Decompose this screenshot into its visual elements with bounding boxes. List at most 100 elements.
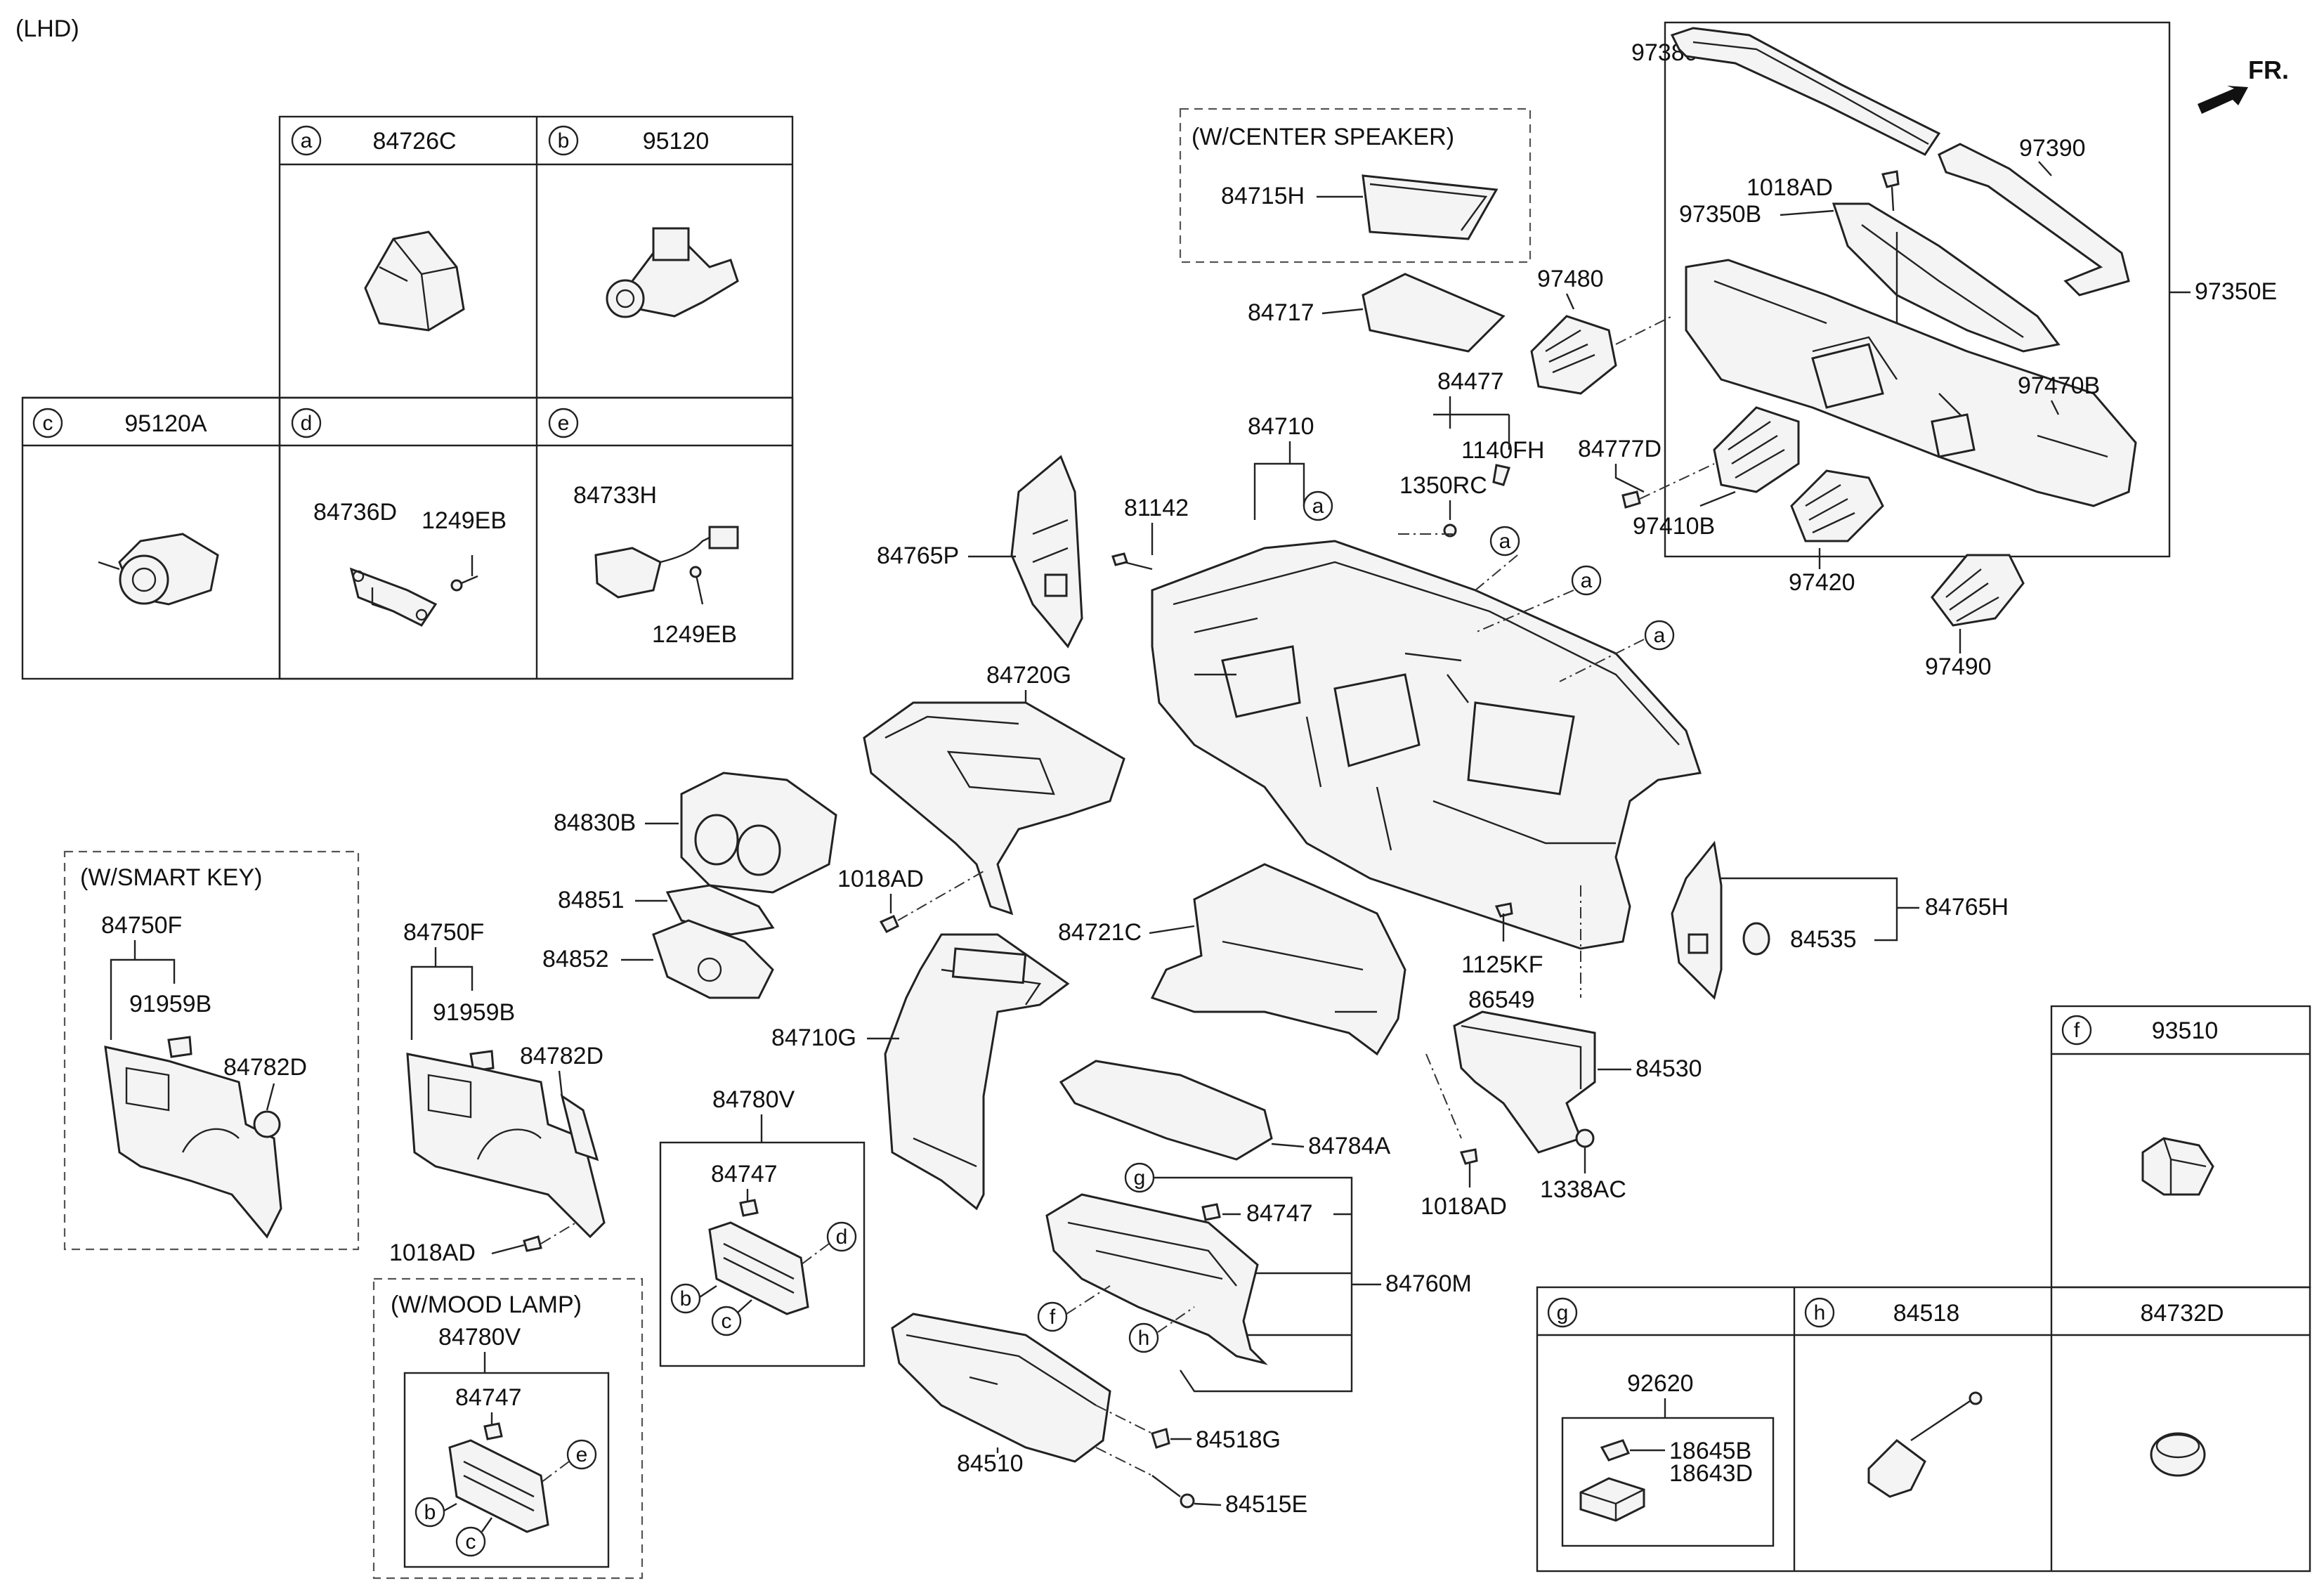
label-91959B-smart (167, 1036, 192, 1058)
callout-c-legend: c (32, 408, 63, 438)
part-92620: 92620 (1627, 1370, 1694, 1397)
callout-g-legend: g (1547, 1297, 1578, 1328)
clip-84747-mood (483, 1422, 503, 1440)
lhd-label: (LHD) (15, 15, 79, 42)
part-97390: 97390 (2019, 135, 2086, 162)
screw-icon-1018AD-mid (879, 915, 899, 933)
part-1018AD-left: 1018AD (389, 1239, 476, 1266)
callout-e-mood: e (566, 1439, 597, 1470)
svg-text:f: f (1050, 1306, 1056, 1329)
lower-panel-smart (104, 1046, 282, 1239)
mood-lamp-label: (W/MOOD LAMP) (391, 1291, 582, 1318)
part-84715H: 84715H (1221, 183, 1305, 209)
legend-h-part: 84518 (1893, 1300, 1960, 1327)
callout-a-legend: a (291, 125, 322, 156)
svg-text:h: h (1138, 1327, 1150, 1350)
callout-e-legend: e (548, 408, 579, 438)
legend-c-part: 95120A (124, 410, 207, 437)
part-84721C: 84721C (1058, 919, 1142, 946)
part-91959B-smart: 91959B (129, 991, 211, 1017)
part-97470B: 97470B (2018, 372, 2100, 399)
center-fascia-84710G (884, 933, 1070, 1211)
part-1125KF: 1125KF (1461, 951, 1543, 978)
callout-f-glovebox: f (1037, 1301, 1068, 1332)
lower-panel-84750F (406, 1053, 606, 1239)
cluster-hood-84830B (680, 772, 837, 894)
callout-c-box: c (711, 1306, 742, 1336)
legend-a-part: 84726C (372, 128, 456, 155)
vent-97490 (1931, 554, 2025, 627)
svg-text:c: c (466, 1530, 476, 1554)
cigar-lighter-icon (98, 533, 219, 606)
svg-text:c: c (43, 412, 53, 435)
svg-text:a: a (301, 129, 313, 152)
glovebox-housing (1045, 1193, 1268, 1365)
clip-84747-glove (1201, 1203, 1221, 1221)
part-84710: 84710 (1248, 413, 1314, 440)
damper-84518-icon (1867, 1391, 1983, 1498)
part-84733H: 84733H (573, 482, 657, 509)
callout-d-box: d (826, 1221, 857, 1252)
svg-text:b: b (424, 1501, 436, 1524)
svg-text:g: g (1557, 1301, 1569, 1325)
part-84717: 84717 (1248, 299, 1314, 326)
callout-c-mood: c (455, 1526, 486, 1557)
front-direction-arrow-icon (2198, 86, 2248, 114)
part-84750F: 84750F (403, 919, 484, 946)
part-84510: 84510 (957, 1450, 1024, 1477)
part-84515E: 84515E (1225, 1491, 1307, 1518)
part-84747-glove: 84747 (1246, 1200, 1313, 1227)
part-84747-a: 84747 (711, 1161, 778, 1187)
power-outlet-icon (606, 227, 739, 318)
part-84747-mood: 84747 (455, 1384, 522, 1411)
part-91959B: 91959B (433, 999, 515, 1026)
svg-text:d: d (836, 1225, 848, 1249)
part-1018AD-mid: 1018AD (837, 866, 924, 892)
svg-text:b: b (558, 129, 570, 152)
side-cover-84765H (1671, 840, 1723, 1000)
part-97420: 97420 (1789, 569, 1855, 596)
screw-icon-1018AD-right (1459, 1148, 1478, 1165)
part-84777D: 84777D (1578, 436, 1662, 462)
legend-b-part: 95120 (643, 128, 710, 155)
dashboard-main-panel (1151, 540, 1702, 950)
part-97350B: 97350B (1679, 201, 1761, 228)
part-84780V: 84780V (712, 1086, 795, 1113)
callout-h-legend: h (1804, 1297, 1835, 1328)
part-86549: 86549 (1468, 987, 1535, 1013)
vent-97480 (1530, 315, 1617, 395)
part-97350E: 97350E (2195, 278, 2277, 305)
cluster-housing-84720G (863, 701, 1125, 916)
part-84477: 84477 (1437, 368, 1504, 395)
part-1018AD-top: 1018AD (1747, 174, 1833, 201)
clip-icon (1881, 170, 1900, 211)
part-84780V-mood: 84780V (438, 1324, 521, 1351)
part-84518G: 84518G (1196, 1426, 1281, 1453)
callout-a-3: a (1644, 620, 1675, 651)
switch-cover-icon (364, 230, 465, 332)
callout-b-box: b (670, 1283, 701, 1314)
vent-97420 (1790, 469, 1884, 542)
nut-icon-1338AC (1575, 1128, 1595, 1148)
duct-main (1685, 259, 2137, 507)
svg-text:g: g (1134, 1166, 1146, 1190)
part-81142: 81142 (1124, 495, 1189, 521)
screw-icon-1140FH (1492, 464, 1510, 486)
svg-text:e: e (558, 412, 570, 435)
screw-icon-1125KF (1494, 902, 1513, 918)
smart-key-label: (W/SMART KEY) (80, 864, 262, 891)
part-1249EB-e: 1249EB (652, 621, 737, 648)
part-84535: 84535 (1790, 926, 1857, 953)
mood-lamp-box (372, 1277, 644, 1580)
callout-h-glovebox: h (1128, 1322, 1159, 1353)
svg-text:e: e (576, 1443, 588, 1466)
smart-key-box (63, 850, 360, 1251)
shroud-84852 (652, 919, 774, 999)
screw-icon-84777D (1621, 490, 1641, 509)
speaker-grille (1362, 174, 1499, 240)
front-label: FR. (2248, 56, 2289, 84)
part-1018AD-right: 1018AD (1421, 1193, 1507, 1220)
part-84765P: 84765P (877, 542, 959, 569)
part-1249EB-d: 1249EB (422, 507, 507, 534)
